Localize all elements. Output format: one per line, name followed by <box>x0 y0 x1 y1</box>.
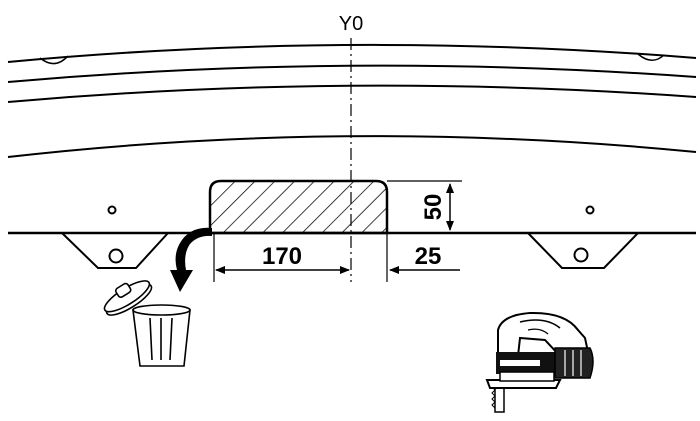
hatched-block <box>208 179 389 235</box>
dimension-offset-label: 25 <box>415 243 442 270</box>
bracket-right-hole <box>573 247 589 263</box>
dimension-offset: 25 <box>389 243 460 274</box>
bracket-right <box>527 232 639 269</box>
bracket-left <box>61 232 169 269</box>
arc-line-3 <box>7 84 697 103</box>
dimension-height: 50 <box>387 180 462 231</box>
arc-line-1 <box>7 43 697 63</box>
y0-label: Y0 <box>339 13 363 35</box>
hole-right <box>585 205 595 215</box>
notch-left <box>39 55 69 65</box>
notch-right <box>637 53 665 61</box>
dimension-height-label: 50 <box>420 194 447 221</box>
bracket-left-hole <box>108 248 124 264</box>
discard-arrow-icon <box>170 227 212 292</box>
trash-bin-icon <box>103 280 191 367</box>
dimension-width: 170 <box>213 233 388 282</box>
arc-line-4 <box>7 135 697 158</box>
arc-line-2 <box>7 64 697 83</box>
arc-lines <box>7 43 697 158</box>
hole-left <box>107 205 117 215</box>
jigsaw-icon <box>485 311 594 413</box>
dimension-width-label: 170 <box>262 243 302 270</box>
